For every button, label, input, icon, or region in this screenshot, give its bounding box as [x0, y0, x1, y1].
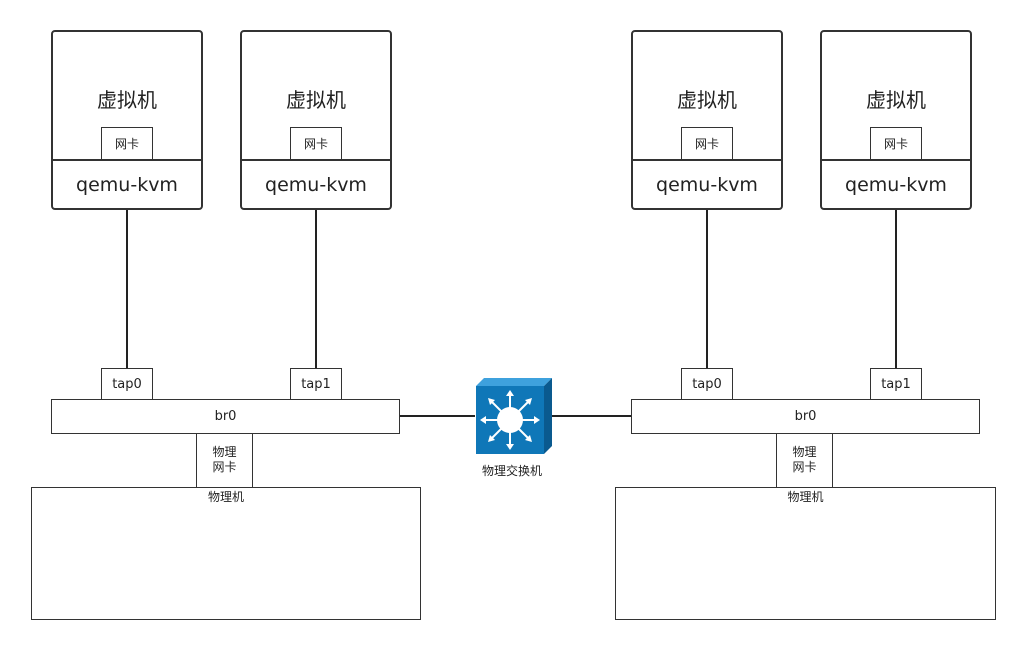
physical-nic-line2: 网卡: [792, 460, 817, 474]
physical-nic-line2: 网卡: [212, 460, 237, 474]
tap-box: tap1: [870, 368, 922, 400]
host-label: 物理机: [207, 490, 244, 504]
link-line: [552, 415, 631, 417]
connector-line: [315, 210, 317, 369]
connector-line: [706, 210, 708, 369]
connector-line: [895, 210, 897, 369]
vnic-box: 网卡: [681, 127, 733, 160]
tap-box: tap0: [101, 368, 153, 400]
tap-box: tap1: [290, 368, 342, 400]
bridge-br0: br0: [631, 399, 980, 434]
vnic-box: 网卡: [101, 127, 153, 160]
physical-host-box: 物理机: [31, 487, 421, 620]
physical-nic-box: 物理 网卡: [776, 433, 833, 489]
switch-label: 物理交换机: [481, 464, 542, 478]
qemu-kvm-box: qemu-kvm: [631, 159, 783, 210]
vm-title: 虚拟机: [286, 88, 346, 112]
physical-nic-box: 物理 网卡: [196, 433, 253, 489]
vnic-box: 网卡: [290, 127, 342, 160]
connector-line: [126, 210, 128, 369]
qemu-kvm-box: qemu-kvm: [240, 159, 392, 210]
vnic-box: 网卡: [870, 127, 922, 160]
vm-title: 虚拟机: [97, 88, 157, 112]
qemu-kvm-box: qemu-kvm: [820, 159, 972, 210]
physical-host-box: 物理机: [615, 487, 996, 620]
vm-title: 虚拟机: [677, 88, 737, 112]
vm-title: 虚拟机: [866, 88, 926, 112]
link-line: [400, 415, 475, 417]
physical-nic-line1: 物理: [212, 445, 237, 459]
switch-icon: [472, 376, 552, 456]
tap-box: tap0: [681, 368, 733, 400]
switch-icon-graphic: [476, 378, 552, 454]
host-label: 物理机: [787, 490, 824, 504]
qemu-kvm-box: qemu-kvm: [51, 159, 203, 210]
physical-nic-line1: 物理: [792, 445, 817, 459]
bridge-br0: br0: [51, 399, 400, 434]
